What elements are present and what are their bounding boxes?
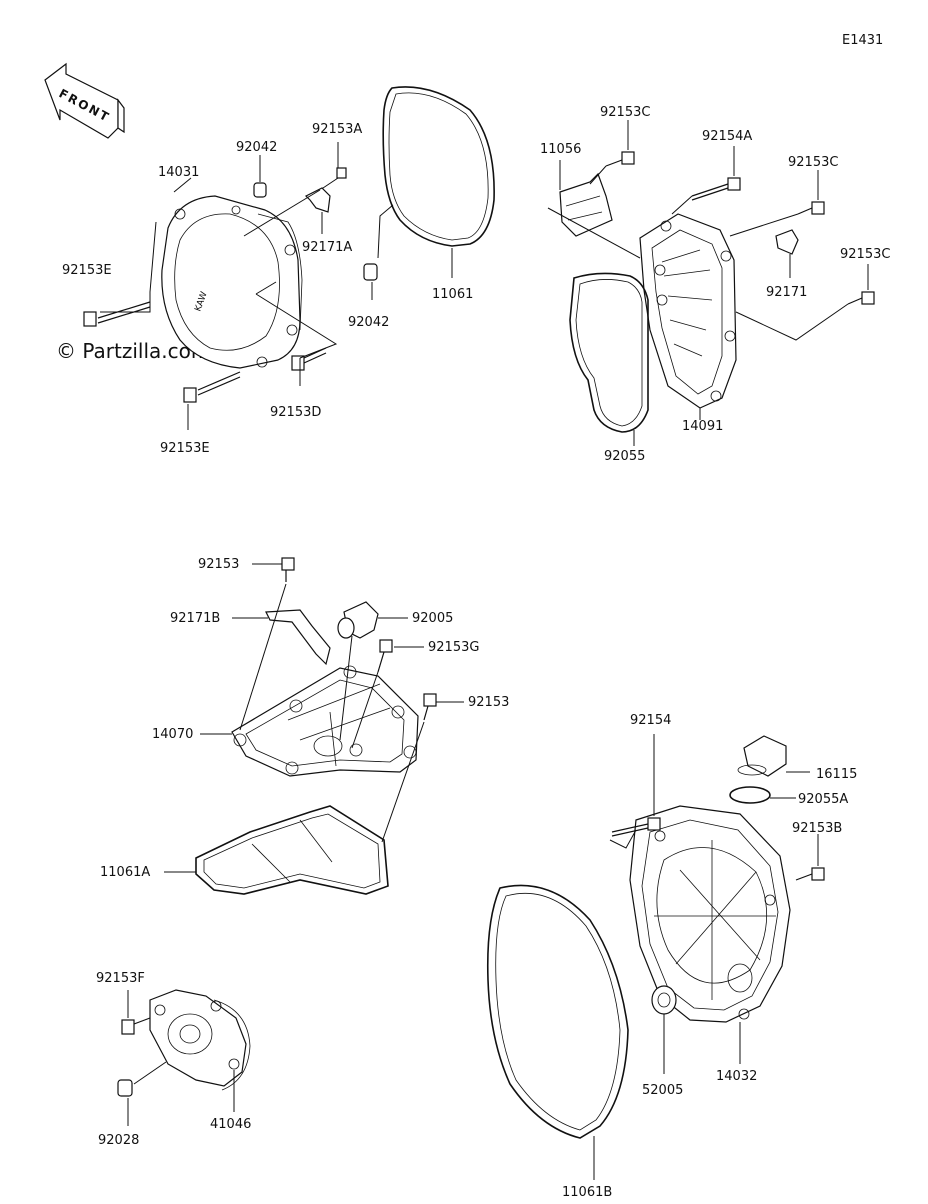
bracket-92171B	[265, 609, 331, 666]
label-11061: 11061	[432, 287, 473, 302]
label-14091: 14091	[682, 419, 723, 434]
gasket-92055	[569, 272, 649, 433]
label-92055A: 92055A	[798, 792, 848, 807]
label-92171: 92171	[766, 285, 807, 300]
label-92153E-bottom: 92153E	[160, 441, 210, 456]
label-92153G: 92153G	[428, 640, 479, 655]
clamp-92171A	[304, 187, 331, 213]
leader-lines-bottom-left	[127, 990, 235, 1126]
housing-41046	[149, 989, 251, 1091]
label-14070: 14070	[152, 727, 193, 742]
bolt-92153-a	[281, 557, 295, 582]
label-92171A: 92171A	[302, 240, 352, 255]
label-41046: 41046	[210, 1117, 251, 1132]
bolt-92153-b	[423, 693, 437, 721]
leader-lines-top-left	[100, 142, 453, 430]
label-92153E-top: 92153E	[62, 263, 112, 278]
label-14031: 14031	[158, 165, 199, 180]
label-11056: 11056	[540, 142, 581, 157]
seal-52005	[651, 985, 677, 1015]
label-92153A: 92153A	[312, 122, 362, 137]
bolt-92153E-bottom	[183, 371, 241, 403]
cover-14070	[231, 665, 419, 777]
bolt-92154A	[691, 177, 741, 201]
dowel-pin-92042	[253, 182, 267, 198]
front-arrow-icon: FRONT	[44, 62, 125, 139]
label-92042-a: 92042	[236, 140, 277, 155]
gasket-11061A	[195, 805, 389, 895]
label-92153C-a: 92153C	[600, 105, 650, 120]
label-92153D: 92153D	[270, 405, 321, 420]
label-92153-a: 92153	[198, 557, 239, 572]
dowel-pin-92042-b	[363, 263, 378, 281]
bolt-92153A	[319, 167, 347, 191]
leader-lines-bottom-right	[593, 734, 819, 1180]
label-92153C-b: 92153C	[788, 155, 838, 170]
o-ring-92055A	[729, 786, 771, 804]
leader-lines-top-right	[547, 120, 869, 446]
clutch-cover-14032	[629, 805, 791, 1023]
bolt-92153B	[795, 867, 825, 881]
label-92153F: 92153F	[96, 971, 145, 986]
bracket-11056	[559, 172, 613, 237]
label-14032: 14032	[716, 1069, 757, 1084]
label-11061B: 11061B	[562, 1185, 612, 1200]
leader-lines-middle	[164, 563, 464, 873]
label-92153-b: 92153	[468, 695, 509, 710]
label-92055: 92055	[604, 449, 645, 464]
clip-92171	[775, 229, 799, 255]
gasket-11061	[382, 86, 495, 247]
label-92042-b: 92042	[348, 315, 389, 330]
bolt-92153E-top	[83, 301, 151, 327]
diagram-code: E1431	[842, 33, 883, 48]
bolt-92153F	[121, 1017, 151, 1035]
label-92153C-c: 92153C	[840, 247, 890, 262]
generator-cover-14031: KAW	[161, 195, 303, 369]
label-16115: 16115	[816, 767, 857, 782]
label-92153B: 92153B	[792, 821, 842, 836]
bolt-92153G	[377, 639, 393, 673]
bolt-92153C-c	[847, 291, 875, 305]
bolt-92154	[611, 817, 661, 837]
label-92154: 92154	[630, 713, 671, 728]
label-92154A: 92154A	[702, 129, 752, 144]
cover-14091	[639, 213, 737, 409]
bolt-92153C-a	[605, 151, 635, 167]
gasket-11061B	[486, 884, 629, 1139]
pin-92028	[117, 1079, 133, 1097]
oil-cap-16115	[743, 735, 787, 777]
label-11061A: 11061A	[100, 865, 150, 880]
label-92028: 92028	[98, 1133, 139, 1148]
bolt-92153D	[291, 347, 327, 371]
label-92005: 92005	[412, 611, 453, 626]
label-52005: 52005	[642, 1083, 683, 1098]
bolt-92153C-b	[797, 201, 825, 215]
label-92171B: 92171B	[170, 611, 220, 626]
